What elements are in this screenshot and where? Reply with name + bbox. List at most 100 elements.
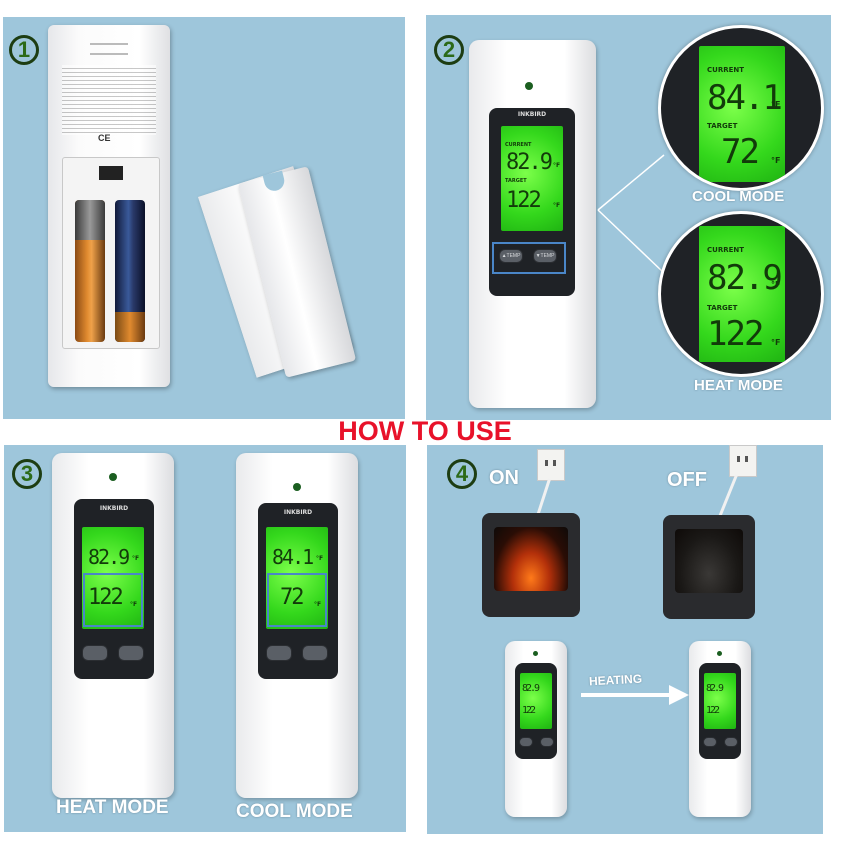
step-badge: 1	[9, 35, 39, 65]
speaker-grille	[90, 43, 128, 55]
target-temp: 122	[506, 188, 542, 213]
target-unit: °F	[553, 202, 561, 209]
display-face: INKBIRD 84.1 °F 72 °F	[258, 503, 338, 679]
temp-up-button[interactable]: ▲TEMP	[499, 249, 523, 263]
display-face: 82.9 122	[515, 663, 557, 759]
wall-outlet-right	[729, 445, 757, 477]
power-cord-left	[535, 478, 551, 518]
current-temp: 84.1	[707, 78, 783, 118]
display-face: 82.9 122	[699, 663, 741, 759]
target-unit: °F	[771, 338, 781, 347]
step-2-panel: 2 INKBIRD CURRENT 82.9 °F TARGET 122 °F …	[426, 15, 831, 420]
brand-logo: INKBIRD	[99, 505, 129, 512]
battery-compartment	[62, 157, 160, 349]
target-label: TARGET	[707, 122, 738, 130]
device-back: CE	[48, 25, 170, 387]
temp-up-button[interactable]	[82, 645, 108, 661]
power-cord-right	[718, 474, 738, 517]
cool-mode-caption: COOL MODE	[236, 801, 353, 822]
target-label: TARGET	[505, 178, 527, 184]
lcd-screen: 82.9 122	[704, 673, 736, 729]
battery-left	[75, 200, 105, 342]
step-3-panel: 3 INKBIRD 82.9 °F 122 °F HEAT MODE INKBI…	[4, 445, 406, 832]
thermostat-idle: 82.9 122	[689, 641, 751, 817]
lcd-screen: 84.1 °F 72 °F	[266, 527, 328, 629]
temp-down-button[interactable]	[724, 737, 738, 747]
current-unit: °F	[553, 162, 561, 169]
battery-connector	[99, 166, 123, 180]
heater-off	[663, 515, 755, 619]
display-face: INKBIRD CURRENT 82.9 °F TARGET 122 °F ▲T…	[489, 108, 575, 296]
thermostat-device: INKBIRD CURRENT 82.9 °F TARGET 122 °F ▲T…	[469, 40, 596, 408]
current-unit: °F	[771, 280, 781, 289]
target-temp: 122	[88, 585, 124, 610]
heater-on	[482, 513, 580, 617]
display-face: INKBIRD 82.9 °F 122 °F	[74, 499, 154, 679]
wall-outlet-left	[537, 449, 565, 481]
current-unit: °F	[316, 555, 324, 562]
target-temp: 122	[522, 705, 536, 716]
battery-right	[115, 200, 145, 342]
lcd-screen: 82.9 122	[520, 673, 552, 729]
status-led	[533, 651, 538, 656]
target-temp: 122	[707, 314, 764, 354]
temp-down-button[interactable]	[118, 645, 144, 661]
current-temp: 82.9	[706, 683, 724, 694]
current-label: CURRENT	[707, 66, 745, 74]
step-badge: 4	[447, 459, 477, 489]
on-label: ON	[489, 467, 519, 489]
page-title: HOW TO USE	[338, 416, 512, 446]
current-temp: 82.9	[88, 545, 130, 569]
cool-mode-device: INKBIRD 84.1 °F 72 °F	[236, 453, 358, 798]
current-temp: 84.1	[272, 545, 314, 569]
temp-up-button[interactable]	[519, 737, 533, 747]
status-led	[293, 483, 301, 491]
zoom-lcd: CURRENT 84.1 °F TARGET 72 °F	[699, 46, 785, 182]
button-highlight	[492, 242, 566, 274]
temp-down-button[interactable]	[302, 645, 328, 661]
zoom-connectors	[597, 154, 665, 274]
temp-up-button[interactable]	[703, 737, 717, 747]
current-temp: 82.9	[707, 258, 783, 298]
temp-down-button[interactable]: ▼TEMP	[533, 249, 557, 263]
current-temp: 82.9	[522, 683, 540, 694]
target-unit: °F	[771, 156, 781, 165]
temp-down-button[interactable]	[540, 737, 554, 747]
heat-mode-device: INKBIRD 82.9 °F 122 °F	[52, 453, 174, 798]
brand-logo: INKBIRD	[283, 509, 313, 516]
target-highlight	[83, 573, 143, 627]
heat-mode-zoom: CURRENT 82.9 °F TARGET 122 °F	[658, 211, 824, 377]
target-label: TARGET	[707, 304, 738, 312]
target-highlight	[267, 573, 327, 627]
status-led	[109, 473, 117, 481]
target-temp: 72	[721, 132, 760, 172]
zoom-lcd: CURRENT 82.9 °F TARGET 122 °F	[699, 226, 785, 362]
target-unit: °F	[130, 601, 138, 608]
target-unit: °F	[314, 601, 322, 608]
current-unit: °F	[132, 555, 140, 562]
cool-mode-zoom: CURRENT 84.1 °F TARGET 72 °F	[658, 25, 824, 191]
heat-mode-caption: HEAT MODE	[56, 797, 169, 818]
spec-label	[62, 65, 156, 135]
heating-arrow	[581, 685, 689, 705]
thermostat-heating: 82.9 122	[505, 641, 567, 817]
step-4-panel: 4 ON OFF 82.9 122 HEATING	[427, 445, 823, 834]
off-label: OFF	[667, 469, 707, 491]
step-badge: 2	[434, 35, 464, 65]
step-1-panel: 1 CE	[3, 17, 405, 419]
cool-mode-caption: COOL MODE	[692, 188, 785, 205]
current-label: CURRENT	[707, 246, 745, 254]
status-led	[525, 82, 533, 90]
brand-logo: INKBIRD	[517, 111, 547, 118]
status-led	[717, 651, 722, 656]
target-temp: 122	[706, 705, 720, 716]
temp-up-button[interactable]	[266, 645, 292, 661]
current-temp: 82.9	[506, 150, 553, 175]
current-unit: °F	[771, 100, 781, 109]
target-temp: 72	[280, 585, 304, 610]
current-label: CURRENT	[505, 142, 532, 148]
lcd-screen: CURRENT 82.9 °F TARGET 122 °F	[501, 126, 563, 231]
lcd-screen: 82.9 °F 122 °F	[82, 527, 144, 629]
ce-mark: CE	[98, 133, 111, 143]
step-badge: 3	[12, 459, 42, 489]
